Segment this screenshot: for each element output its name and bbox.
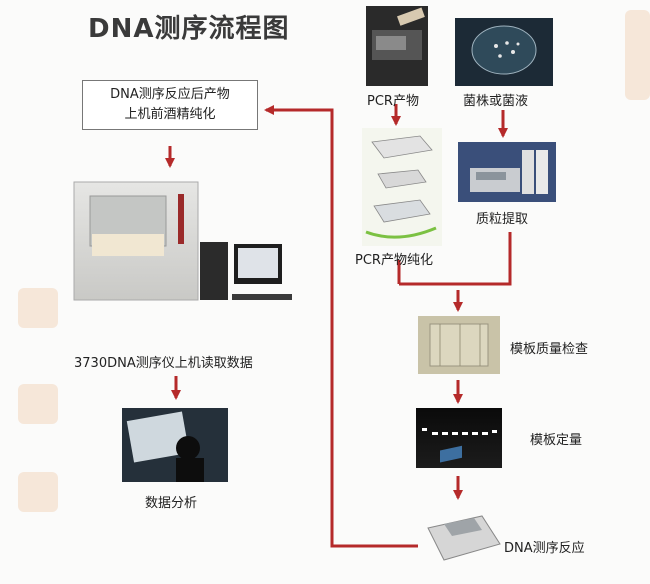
plasmid-extraction-image <box>458 142 556 202</box>
template-check-label: 模板质量检查 <box>510 342 589 357</box>
purification-box: DNA测序反应后产物 上机前酒精纯化 <box>82 80 258 130</box>
thermal-cycler-image <box>427 445 501 561</box>
gel-image <box>416 408 502 468</box>
template-quant-label: 模板定量 <box>530 433 583 448</box>
decorative-stamp <box>18 384 58 424</box>
data-analysis-image <box>122 408 228 482</box>
decorative-stamp <box>18 288 58 328</box>
template-check-image <box>418 316 500 374</box>
data-analysis-label: 数据分析 <box>145 496 198 511</box>
pcr-product-image <box>366 6 428 86</box>
plasmid-extract-label: 质粒提取 <box>476 212 529 227</box>
sequencer-image <box>73 181 292 301</box>
sequencing-reaction-label: DNA测序反应 <box>504 541 585 556</box>
strain-label: 菌株或菌液 <box>463 94 529 109</box>
pcr-purify-label: PCR产物纯化 <box>355 253 433 268</box>
strain-plate-image <box>455 18 553 86</box>
pcr-purification-image <box>362 128 442 246</box>
flow-arrows <box>165 104 512 548</box>
decorative-stamp <box>18 472 58 512</box>
decorative-stamp <box>625 10 650 100</box>
purification-line-1: DNA测序反应后产物 <box>110 87 230 102</box>
sequencer-read-label: 3730DNA测序仪上机读取数据 <box>74 356 253 371</box>
page-title: DNA测序流程图 <box>88 14 290 44</box>
pcr-product-label: PCR产物 <box>367 94 419 109</box>
purification-line-2: 上机前酒精纯化 <box>124 107 216 122</box>
